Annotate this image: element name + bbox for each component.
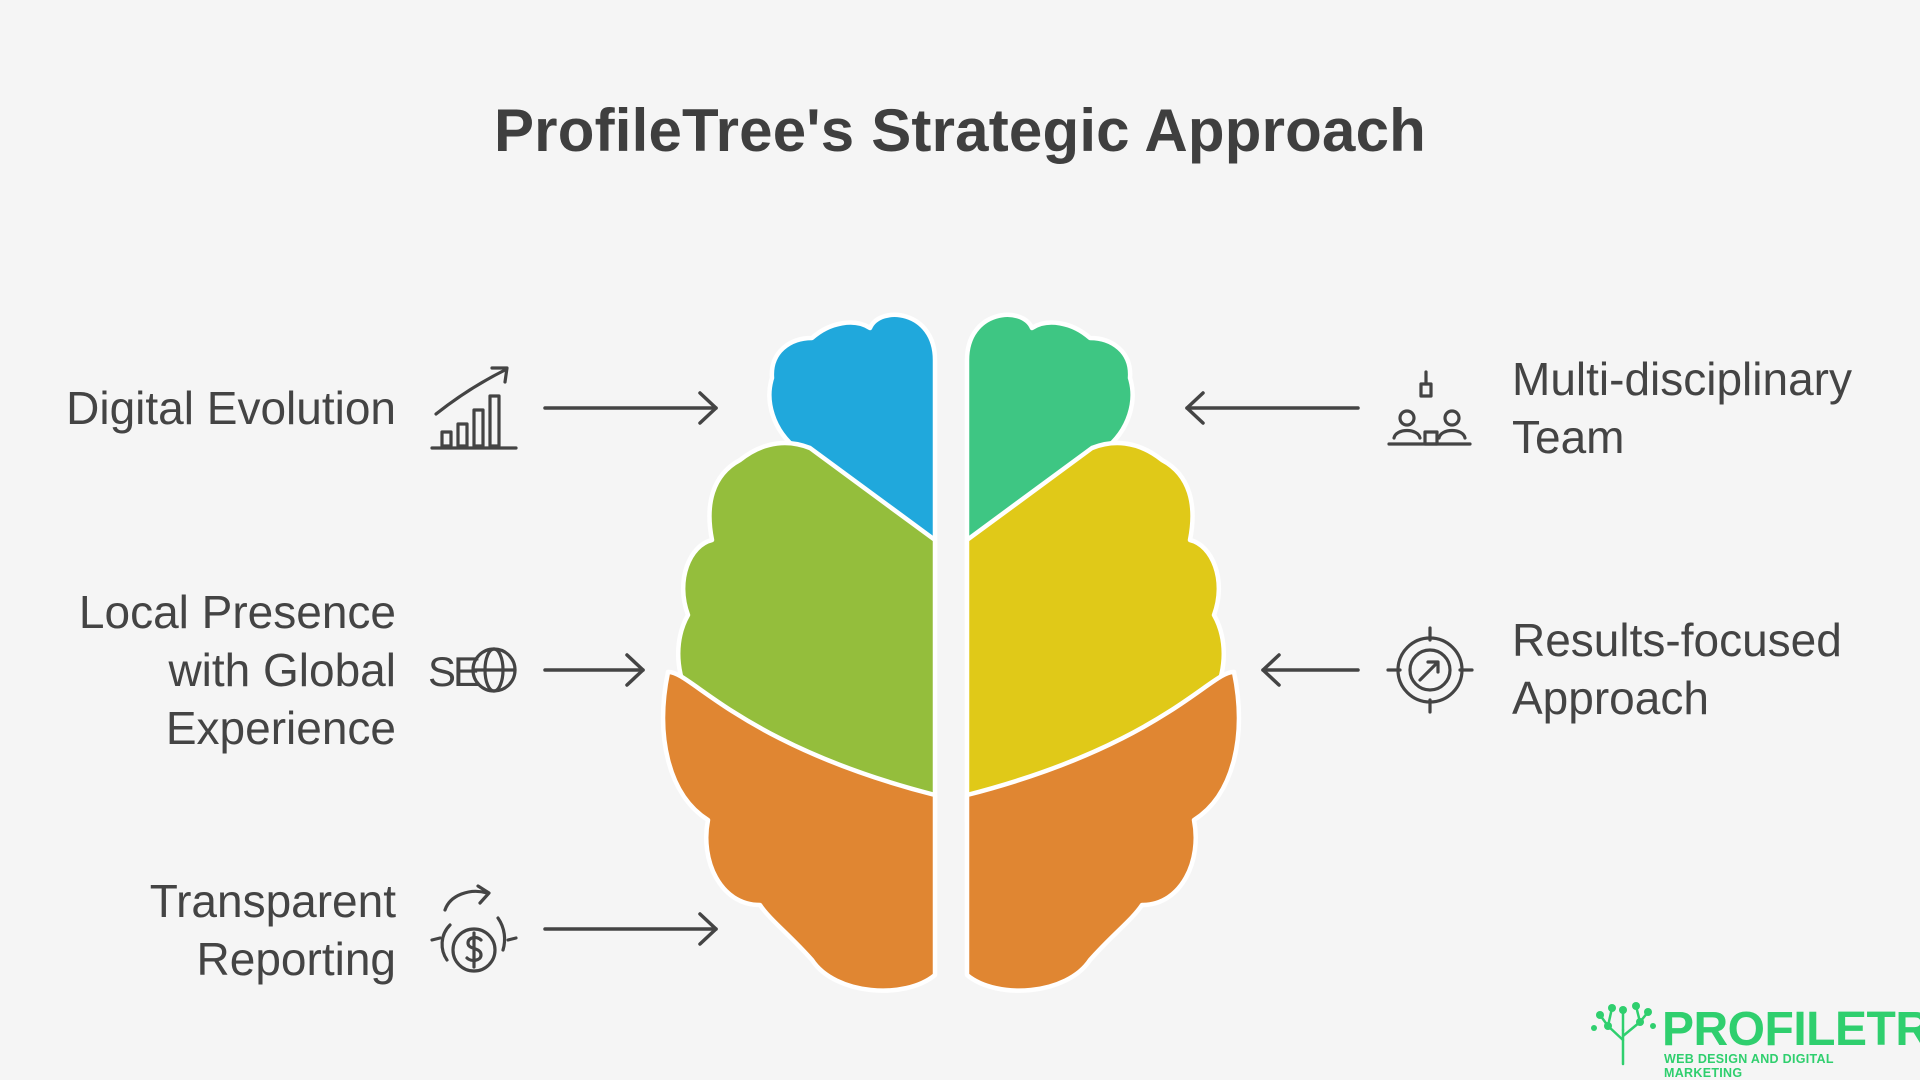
label-digital-evolution: Digital Evolution	[66, 382, 396, 434]
target-icon	[1386, 626, 1474, 714]
label-results-focused: Results-focused Approach	[1512, 614, 1842, 724]
brain-fold-lines	[663, 315, 1239, 991]
team-meeting-icon	[1387, 370, 1472, 446]
logo-tagline: WEB DESIGN AND DIGITAL MARKETING	[1664, 1052, 1834, 1080]
arrow-transparent-reporting	[543, 912, 718, 946]
logo-wordmark: PROFILETREE	[1662, 1003, 1920, 1056]
arrow-results-focused	[1261, 653, 1360, 687]
money-cycle-icon	[430, 884, 518, 973]
arrow-digital-evolution	[543, 391, 718, 425]
profiletree-logo: PROFILETREE WEB DESIGN AND DIGITAL MARKE…	[1598, 1000, 1920, 1080]
page-title: ProfileTree's Strategic Approach	[493, 97, 1427, 164]
label-local-presence: Local Presence with Global Experience	[78, 586, 396, 754]
seo-globe-icon	[471, 647, 517, 693]
growth-chart-icon	[430, 366, 518, 450]
arrow-multi-disciplinary-team	[1185, 391, 1360, 425]
seo-text: SE	[428, 648, 480, 695]
label-transparent-reporting: Transparent Reporting	[149, 875, 396, 985]
label-multi-disciplinary-team: Multi-disciplinary Team	[1512, 353, 1852, 463]
arrow-local-presence	[543, 653, 645, 687]
